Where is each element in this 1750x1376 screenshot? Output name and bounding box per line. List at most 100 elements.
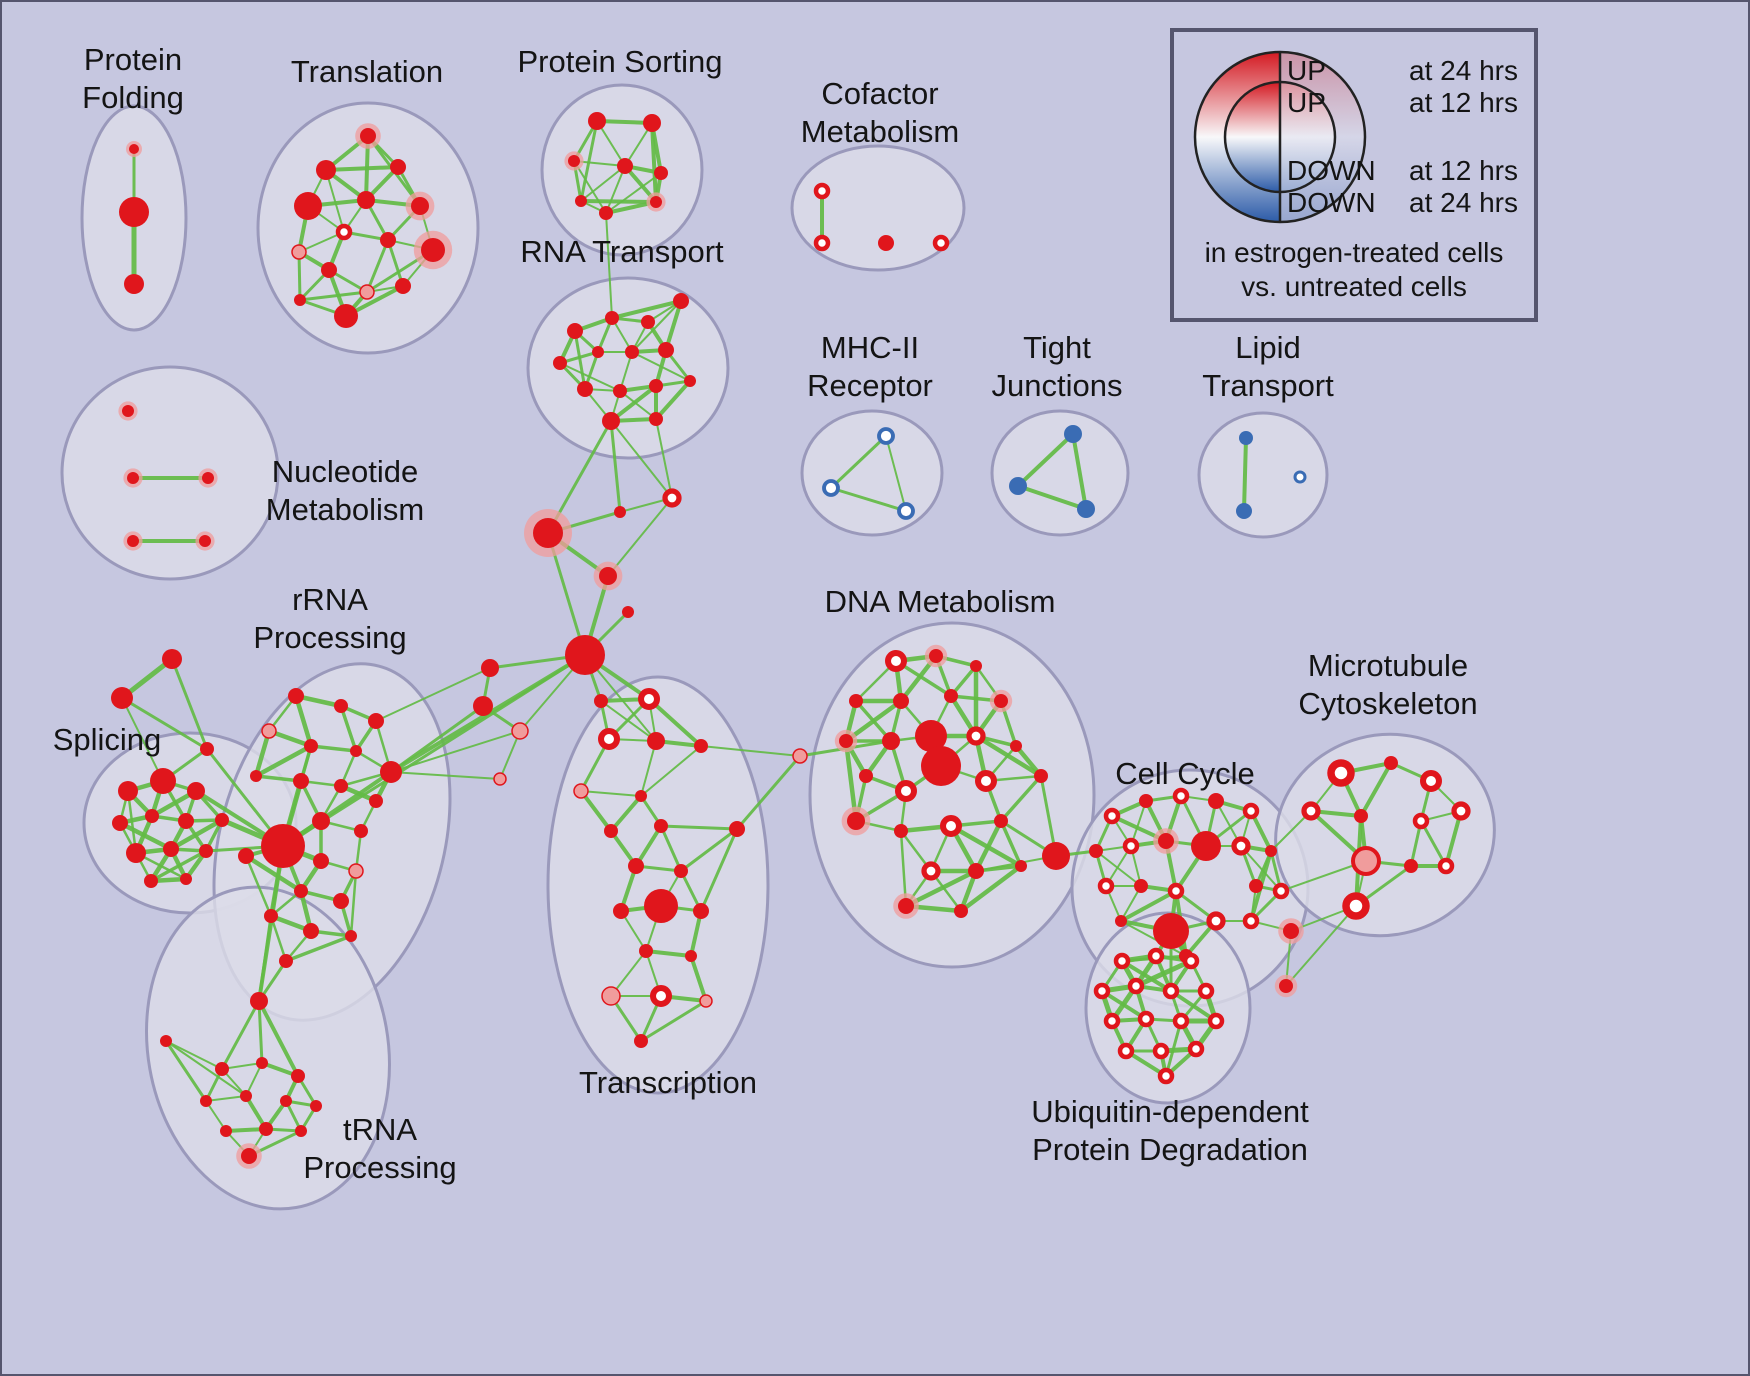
network-node: [944, 689, 958, 703]
network-node: [1327, 759, 1355, 787]
legend-row-dir: UP: [1287, 87, 1326, 118]
network-node: [118, 781, 138, 801]
legend-caption-line: vs. untreated cells: [1241, 271, 1467, 302]
network-edge: [639, 999, 708, 1043]
network-node: [1152, 1042, 1170, 1060]
cluster-label-dna-metabolism: DNA Metabolism: [825, 584, 1056, 619]
network-node: [261, 824, 305, 868]
network-edge: [699, 827, 739, 913]
network-node: [601, 986, 621, 1006]
network-edge: [605, 172, 662, 214]
network-node: [1103, 807, 1121, 825]
network-node: [699, 994, 713, 1008]
network-edge: [309, 744, 358, 753]
network-node: [199, 844, 213, 858]
network-node: [994, 694, 1008, 708]
cluster-label-mhc-ii-receptor: MHC-II: [821, 330, 919, 365]
cluster-label-ubiquitin-degradation: Protein Degradation: [1032, 1132, 1308, 1167]
network-node: [280, 1095, 292, 1107]
network-node: [568, 155, 580, 167]
network-edge: [389, 704, 485, 774]
network-node: [605, 311, 619, 325]
cluster-label-rrna-processing: Processing: [253, 620, 406, 655]
network-node: [1009, 477, 1027, 495]
network-edge: [121, 697, 164, 782]
network-edge: [605, 165, 626, 214]
network-edge: [205, 1100, 227, 1132]
cluster-label-rna-transport: RNA Transport: [520, 234, 724, 269]
cluster-ellipse-nucleotide-metabolism: [60, 365, 280, 581]
network-edge: [640, 745, 702, 797]
network-node: [473, 696, 493, 716]
network-edge: [390, 771, 501, 780]
network-node: [694, 739, 708, 753]
network-edge: [1120, 920, 1187, 957]
network-edge: [269, 914, 288, 963]
network-node: [662, 488, 682, 508]
network-node: [1089, 844, 1103, 858]
network-edge: [573, 160, 607, 214]
network-node: [604, 824, 618, 838]
network-node: [348, 863, 364, 879]
network-edge: [595, 119, 654, 125]
cluster-label-trna-processing: tRNA: [343, 1112, 417, 1147]
cluster-label-cofactor-metabolism: Metabolism: [801, 114, 960, 149]
legend-row-time: at 12 hrs: [1409, 87, 1518, 118]
network-node: [893, 693, 909, 709]
network-node: [1451, 801, 1471, 821]
cluster-label-protein-folding: Protein: [84, 42, 182, 77]
network-node: [1172, 787, 1190, 805]
network-edge: [1240, 845, 1282, 892]
legend: UP at 24 hrs UP at 12 hrs DOWN at 12 hrs…: [1170, 28, 1538, 322]
network-node: [291, 244, 307, 260]
network-edge: [679, 827, 739, 873]
network-edge: [205, 1095, 247, 1102]
network-node: [360, 128, 376, 144]
cluster-ellipse-transcription: [546, 675, 770, 1095]
network-node: [929, 649, 943, 663]
network-node: [250, 770, 262, 782]
network-edge: [1359, 761, 1393, 818]
network-node: [294, 192, 322, 220]
network-node: [635, 790, 647, 802]
legend-row-time: at 24 hrs: [1409, 55, 1518, 86]
network-node: [1187, 1040, 1205, 1058]
network-node: [839, 734, 853, 748]
network-node: [1279, 979, 1293, 993]
network-edge: [609, 794, 643, 833]
network-edge: [610, 299, 683, 320]
network-node: [256, 1057, 268, 1069]
network-node: [1236, 503, 1252, 519]
network-node: [565, 635, 605, 675]
network-node: [357, 191, 375, 209]
network-node: [150, 768, 176, 794]
network-node: [1420, 770, 1442, 792]
network-edge: [579, 789, 613, 833]
network-edge: [973, 733, 1044, 779]
network-node: [162, 649, 182, 669]
network-node: [553, 356, 567, 370]
network-node: [1158, 833, 1174, 849]
network-edge: [609, 419, 622, 514]
network-node: [1015, 860, 1027, 872]
network-edge: [1419, 819, 1448, 868]
network-node: [313, 853, 329, 869]
network-edge: [243, 853, 304, 894]
network-node: [1134, 879, 1148, 893]
network-edge: [700, 745, 801, 757]
network-node: [847, 812, 865, 830]
network-node: [654, 819, 668, 833]
network-node: [588, 112, 606, 130]
network-edge: [829, 486, 908, 513]
network-node: [573, 783, 589, 799]
network-node: [200, 1095, 212, 1107]
network-edge: [365, 238, 390, 294]
network-edge: [1016, 484, 1088, 511]
network-node: [250, 992, 268, 1010]
network-node: [614, 506, 626, 518]
network-edge: [339, 704, 358, 753]
network-node: [1064, 425, 1082, 443]
network-edge: [324, 165, 400, 172]
network-edge: [168, 817, 225, 852]
